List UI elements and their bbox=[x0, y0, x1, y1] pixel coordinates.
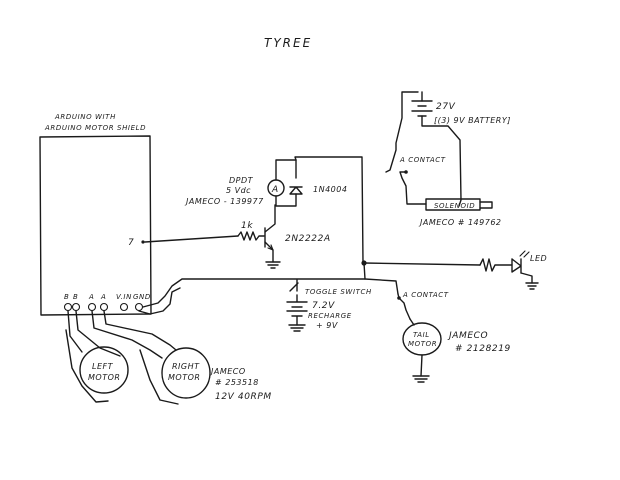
wire-pin7-to-resistor bbox=[144, 235, 239, 243]
transistor-collector bbox=[264, 204, 276, 233]
wire-contact-to-tail-motor bbox=[409, 318, 415, 326]
contact-a-top bbox=[399, 171, 427, 205]
terminal-a1 bbox=[87, 302, 97, 312]
battery-27v-voltage: 27V bbox=[436, 102, 456, 112]
tail-motor-part-line2: # 2128219 bbox=[455, 344, 511, 354]
wire-a1-to-right-motor bbox=[91, 310, 163, 359]
toggle-switch-blade bbox=[289, 282, 299, 292]
relay-label-line2: 5 Vdc bbox=[226, 186, 251, 195]
led-label: LED bbox=[530, 254, 547, 263]
left-motor-line1: LEFT bbox=[92, 362, 114, 371]
terminal-vin bbox=[119, 302, 129, 312]
right-motor bbox=[161, 347, 211, 399]
wire-left-motor-return bbox=[65, 329, 109, 403]
contact-a-top-label: A CONTACT bbox=[399, 156, 446, 164]
transistor-2n2222a bbox=[264, 204, 281, 269]
contact-a-bottom-label: A CONTACT bbox=[402, 291, 449, 299]
contact-a-top-point bbox=[404, 170, 408, 174]
led-diode bbox=[511, 258, 522, 274]
resistor-label: 1k bbox=[241, 221, 253, 231]
arduino-pin-vin-label: V.IN bbox=[116, 293, 132, 301]
relay-coil-symbol: A bbox=[271, 185, 279, 195]
right-motor-spec: 12V 40RPM bbox=[215, 392, 272, 402]
contact-a-bottom bbox=[397, 293, 411, 320]
arduino-label-line2: ARDUINO MOTOR SHIELD bbox=[44, 124, 146, 132]
contact-a-bottom-point bbox=[397, 296, 401, 300]
arduino-label-line1: ARDUINO WITH bbox=[54, 113, 116, 121]
transistor-emitter bbox=[264, 241, 274, 263]
diode-label: 1N4004 bbox=[313, 185, 347, 194]
tail-motor-line1: TAIL bbox=[413, 331, 430, 339]
arduino-pin-a2-label: A bbox=[100, 293, 106, 301]
left-motor-line2: MOTOR bbox=[88, 373, 120, 382]
battery-7-2v-line2: RECHARGE bbox=[308, 312, 352, 320]
left-motor bbox=[79, 346, 129, 394]
wire-led-to-ground bbox=[520, 272, 533, 284]
led-resistor bbox=[479, 258, 513, 272]
transistor-label: 2N2222A bbox=[285, 234, 331, 244]
diode-1n4004 bbox=[289, 186, 303, 195]
solenoid-part: JAMECO # 149762 bbox=[418, 218, 502, 227]
wire-bus-to-contact-bottom bbox=[364, 278, 399, 295]
wire-relay-supply bbox=[294, 156, 364, 264]
arduino-pin-7-label: 7 bbox=[128, 238, 134, 248]
wire-27v-right bbox=[421, 91, 462, 207]
right-motor-line1: RIGHT bbox=[172, 362, 200, 371]
wire-b2-to-left-motor bbox=[75, 310, 121, 357]
relay-diode-loop bbox=[275, 159, 297, 207]
terminal-gnd bbox=[134, 302, 144, 312]
tail-motor-part-line1: JAMECO bbox=[447, 331, 488, 341]
right-motor-part-line2: # 253518 bbox=[215, 378, 259, 387]
toggle-switch-label: TOGGLE SWITCH bbox=[305, 288, 372, 296]
arduino-pin-b1-label: B bbox=[64, 293, 69, 301]
tail-motor-ground bbox=[412, 375, 430, 383]
solenoid-body bbox=[425, 198, 481, 211]
resistor-1k bbox=[237, 231, 265, 241]
wire-gnd-loop bbox=[138, 287, 181, 315]
right-motor-part-line1: JAMECO bbox=[209, 367, 246, 376]
solenoid-plunger bbox=[479, 201, 493, 209]
arduino-pin-gnd-label: GND bbox=[133, 293, 151, 301]
arduino-board: ARDUINO WITH ARDUINO MOTOR SHIELD 7 B B … bbox=[39, 113, 152, 316]
wire-a2-to-right-motor bbox=[103, 310, 177, 351]
led-ground bbox=[525, 282, 539, 290]
tail-motor-to-ground bbox=[420, 354, 423, 377]
tail-motor bbox=[402, 322, 442, 356]
wire-b1-to-left-motor bbox=[67, 310, 83, 353]
transistor-ground bbox=[265, 261, 281, 269]
wire-right-motor-return bbox=[139, 349, 179, 405]
terminal-a2 bbox=[99, 302, 109, 312]
battery-7-2v bbox=[286, 294, 308, 326]
arduino-pin-a1-label: A bbox=[88, 293, 94, 301]
battery-7-2v-line3: + 9V bbox=[316, 321, 338, 330]
arduino-pin-b2-label: B bbox=[73, 293, 78, 301]
relay-label-line1: DPDT bbox=[229, 176, 254, 185]
tail-motor-line2: MOTOR bbox=[408, 340, 437, 348]
battery-7-2v-line1: 7.2V bbox=[312, 301, 335, 311]
led-light-rays bbox=[519, 250, 530, 258]
solenoid-label: SOLENOID bbox=[434, 202, 475, 210]
right-motor-line2: MOTOR bbox=[168, 373, 200, 382]
relay-label-line3: JAMECO - 139977 bbox=[184, 197, 264, 206]
arduino-outline bbox=[39, 135, 152, 316]
terminal-b2 bbox=[71, 302, 81, 312]
battery-7-2v-ground bbox=[288, 324, 306, 332]
drawing-title: TYREE bbox=[264, 36, 312, 50]
transistor-emitter-arrow bbox=[267, 244, 274, 251]
terminal-b1 bbox=[63, 302, 73, 312]
battery-27v bbox=[411, 100, 433, 117]
wire-27v-left bbox=[385, 91, 419, 173]
arduino-pin-7 bbox=[141, 240, 145, 244]
battery-27v-desc: [(3) 9V BATTERY] bbox=[434, 116, 511, 125]
wire-bus-to-led bbox=[363, 262, 481, 266]
